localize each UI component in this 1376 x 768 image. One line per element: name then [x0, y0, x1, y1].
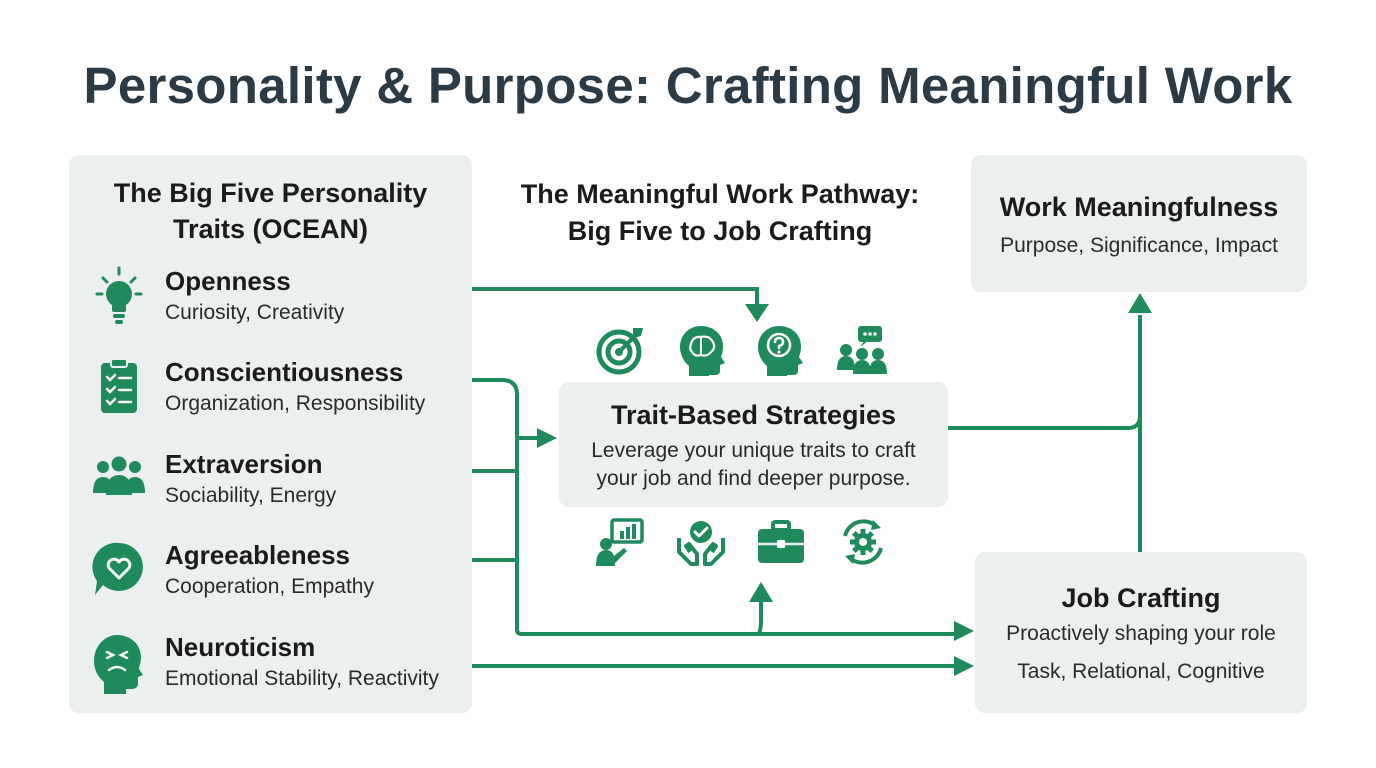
trait-desc: Cooperation, Empathy — [165, 575, 374, 598]
traits-heading-line1: The Big Five Personality — [113, 178, 428, 208]
job-crafting-text-line1: Proactively shaping your role — [1006, 622, 1276, 645]
checklist-icon — [101, 358, 137, 413]
trait-desc: Curiosity, Creativity — [165, 301, 345, 324]
trait-desc: Emotional Stability, Reactivity — [165, 667, 439, 690]
trait-name: Conscientiousness — [165, 357, 404, 387]
arrow-strategies-to-meaning — [948, 315, 1142, 430]
strategies-box: Trait-Based Strategies Leverage your uni… — [559, 382, 948, 507]
meaningfulness-heading: Work Meaningfulness — [999, 192, 1279, 222]
traits-panel: The Big Five Personality Traits (OCEAN) … — [69, 155, 472, 713]
trait-openness: Openness Curiosity, Creativity — [69, 266, 472, 346]
job-crafting-box: Job Crafting Proactively shaping your ro… — [975, 552, 1307, 713]
meaningfulness-box: Work Meaningfulness Purpose, Significanc… — [971, 155, 1307, 292]
trait-agreeableness: Agreeableness Cooperation, Empathy — [69, 540, 472, 620]
arrow-up-to-strategies — [756, 600, 763, 636]
arrowhead-branch — [537, 428, 557, 448]
brain-head-icon — [680, 326, 725, 376]
presentation-icon — [596, 518, 644, 566]
group-icon — [93, 456, 145, 495]
lightbulb-icon — [95, 266, 143, 324]
question-head-icon — [758, 326, 803, 376]
arrowhead-up-strategies — [749, 582, 773, 602]
page-title: Personality & Purpose: Crafting Meaningf… — [83, 57, 1293, 114]
job-crafting-text-line2: Task, Relational, Cognitive — [1017, 660, 1265, 683]
trait-neuroticism: Neuroticism Emotional Stability, Reactiv… — [69, 632, 472, 712]
traits-heading-line2: Traits (OCEAN) — [172, 214, 369, 244]
arrowhead-openness — [745, 304, 769, 322]
target-icon — [596, 328, 643, 375]
trait-desc: Sociability, Energy — [165, 484, 337, 507]
strategies-heading: Trait-Based Strategies — [610, 400, 897, 430]
pathway-title-line1: The Meaningful Work Pathway: — [520, 179, 920, 209]
trait-name: Extraversion — [165, 449, 323, 479]
strategies-text-line1: Leverage your unique traits to craft — [591, 439, 916, 462]
arrowhead-meaning — [1128, 293, 1152, 313]
job-crafting-heading: Job Crafting — [1061, 583, 1221, 613]
meaningfulness-text: Purpose, Significance, Impact — [1000, 234, 1278, 257]
stressed-head-icon — [94, 635, 143, 694]
arrowhead-crafting-top — [954, 621, 974, 641]
care-hands-icon — [677, 521, 725, 566]
strategies-text-line2: your job and find deeper purpose. — [596, 467, 911, 490]
trait-name: Openness — [165, 266, 291, 296]
cycle-gear-icon — [843, 519, 883, 565]
trait-name: Neuroticism — [165, 632, 316, 662]
arrow-openness-to-strategies — [472, 287, 759, 305]
arrow-conscientiousness-branch — [472, 378, 955, 636]
team-chat-icon — [837, 326, 887, 374]
trait-extraversion: Extraversion Sociability, Energy — [69, 449, 472, 529]
arrowhead-crafting-bottom — [954, 656, 974, 676]
trait-name: Agreeableness — [165, 540, 350, 570]
briefcase-icon — [758, 520, 804, 563]
heart-bubble-icon — [92, 542, 143, 595]
trait-conscientiousness: Conscientiousness Organization, Responsi… — [69, 357, 472, 437]
trait-desc: Organization, Responsibility — [165, 392, 426, 415]
pathway-title: The Meaningful Work Pathway: Big Five to… — [490, 176, 950, 250]
pathway-title-line2: Big Five to Job Crafting — [567, 216, 873, 246]
